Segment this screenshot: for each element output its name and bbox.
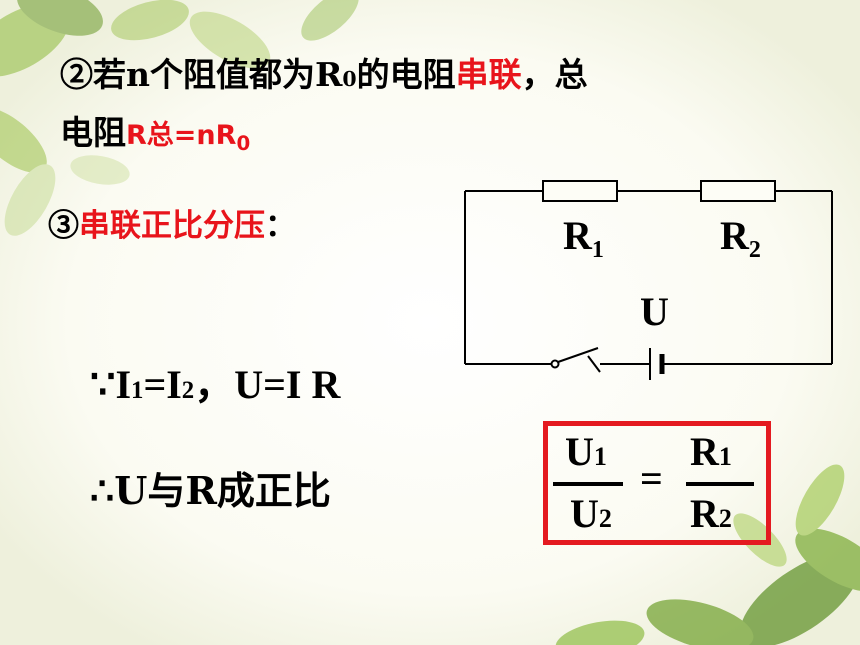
resistor-r2 (700, 180, 776, 202)
formula-numerator-right: R1 (690, 428, 732, 475)
formula-text: R (690, 429, 719, 474)
formula-text: U (570, 491, 599, 536)
formula-denominator-left: U2 (570, 490, 612, 537)
resistor-r1 (542, 180, 618, 202)
formula-text: R (690, 491, 719, 536)
subscript: 2 (598, 504, 612, 533)
label-text: U (640, 289, 669, 334)
therefore-symbol: ∴ (90, 468, 115, 513)
statement-total-resistance: 电阻R总=nR0 (60, 106, 250, 155)
subscript: 0 (342, 67, 357, 91)
label-voltage: U (640, 288, 669, 335)
equation-text: =I (143, 362, 182, 407)
highlight-series: 串联 (455, 55, 522, 94)
formula-denominator-right: R2 (690, 490, 732, 537)
leaf-cluster-bottom-right (555, 464, 860, 645)
equals-sign: = (640, 456, 663, 501)
list-marker: ③ (48, 208, 79, 244)
subscript: 0 (236, 131, 251, 155)
switch-blade (557, 347, 599, 363)
statement-text: 的电阻 (356, 55, 456, 94)
statement-text: ②若n个阻值都为R (60, 55, 343, 94)
label-r1: R1 (563, 212, 604, 264)
subscript: 2 (718, 504, 732, 533)
statement-series-resistance: ②若n个阻值都为R0的电阻串联，总 (60, 48, 588, 96)
label-text: R (563, 213, 592, 258)
conclusion-text: U与R成正比 (114, 468, 331, 513)
subscript: 2 (748, 237, 761, 263)
label-r2: R2 (720, 212, 761, 264)
statement-text: 电阻 (60, 113, 126, 152)
subscript: 1 (591, 237, 604, 263)
equation-text: ，U=I R (194, 362, 341, 407)
equation-because: ∵I1=I2，U=I R (90, 352, 340, 410)
equation-text: I (115, 362, 132, 407)
subscript: 2 (181, 377, 195, 404)
highlight-voltage-division: 串联正比分压 (79, 208, 265, 244)
because-symbol: ∵ (90, 362, 116, 407)
formula-text: U (565, 429, 594, 474)
heading-text: ： (265, 208, 296, 244)
fraction-bar-left (553, 482, 623, 486)
label-text: R (720, 213, 749, 258)
subscript: 1 (718, 442, 732, 471)
conclusion-proportional: ∴U与R成正比 (90, 460, 331, 515)
formula-equals: = (640, 455, 663, 502)
switch-contact-icon (550, 359, 560, 369)
heading-voltage-division: ③串联正比分压： (48, 200, 296, 245)
subscript: 1 (131, 377, 144, 404)
switch-tick (587, 355, 601, 373)
ratio-formula-box (543, 421, 771, 545)
subscript: 1 (593, 442, 607, 471)
fraction-bar-right (686, 482, 754, 486)
statement-text: ，总 (521, 55, 588, 94)
leaf-cluster-top-left (0, 0, 359, 236)
highlight-total-resistance: R总=nR (126, 120, 237, 151)
formula-numerator-left: U1 (565, 428, 607, 475)
